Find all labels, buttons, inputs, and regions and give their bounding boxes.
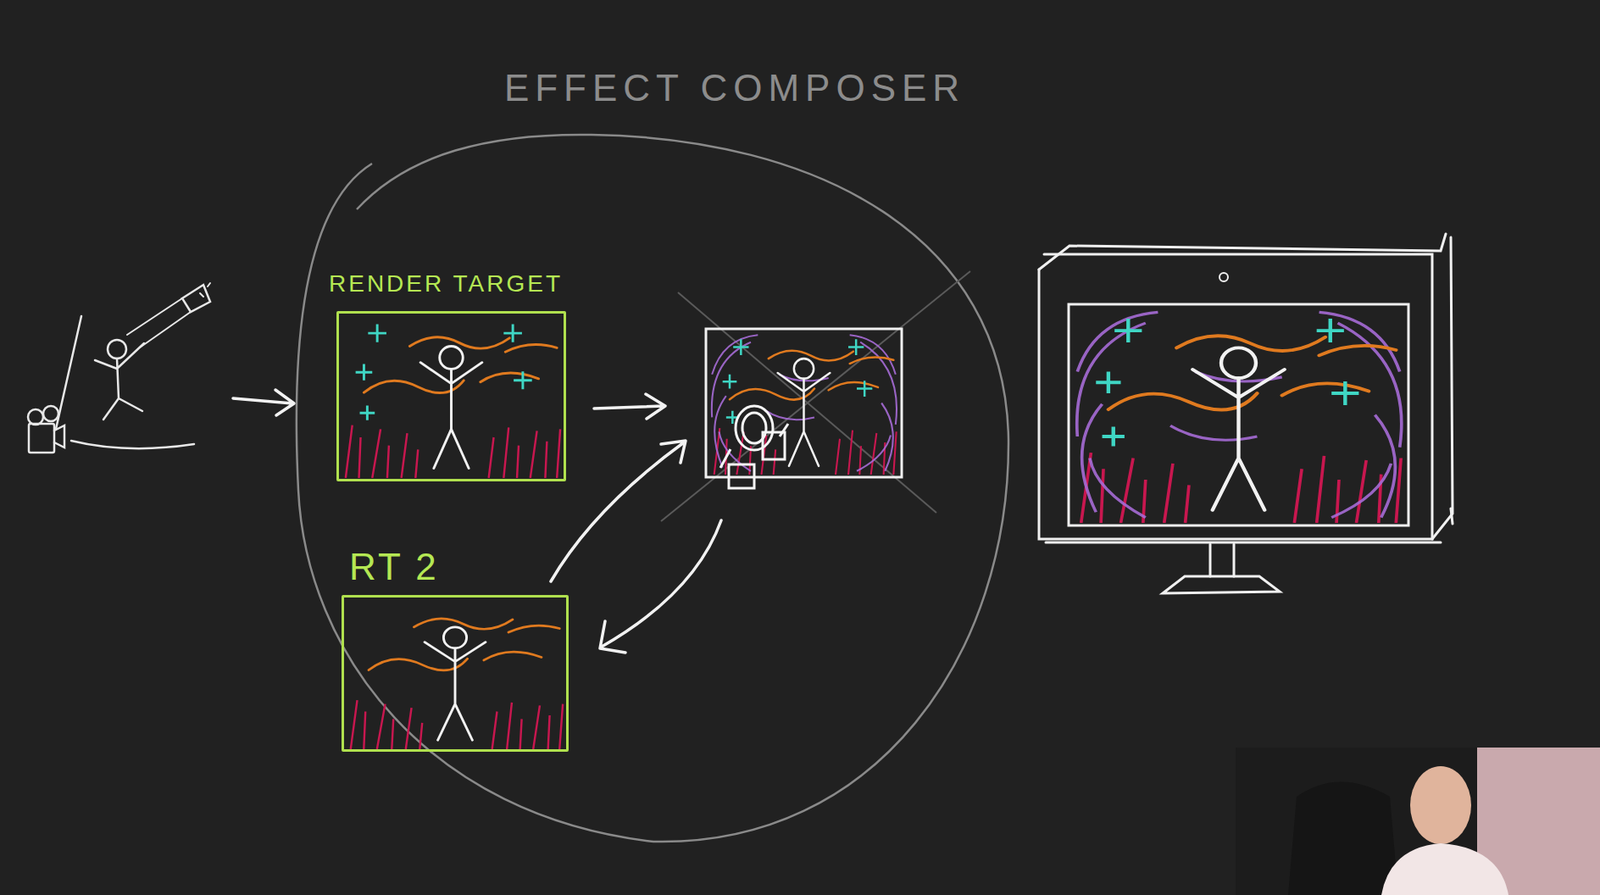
webcam-inset: [1235, 747, 1600, 895]
scene-sketch: [27, 283, 211, 453]
render-target-picture: [345, 324, 561, 478]
monitor: [1038, 233, 1453, 594]
composer-outline: [296, 134, 1009, 842]
flow-arrows: [233, 389, 722, 653]
pass-picture: [661, 271, 971, 522]
target-label: RT 2: [345, 546, 443, 588]
render-target-box: RENDER TARGET: [336, 311, 567, 482]
target-label: RENDER TARGET: [325, 271, 567, 298]
rt2-picture: [350, 618, 563, 750]
render-target-box: RT 2: [341, 594, 569, 752]
diagram-title: EFFECT COMPOSER: [504, 67, 966, 109]
